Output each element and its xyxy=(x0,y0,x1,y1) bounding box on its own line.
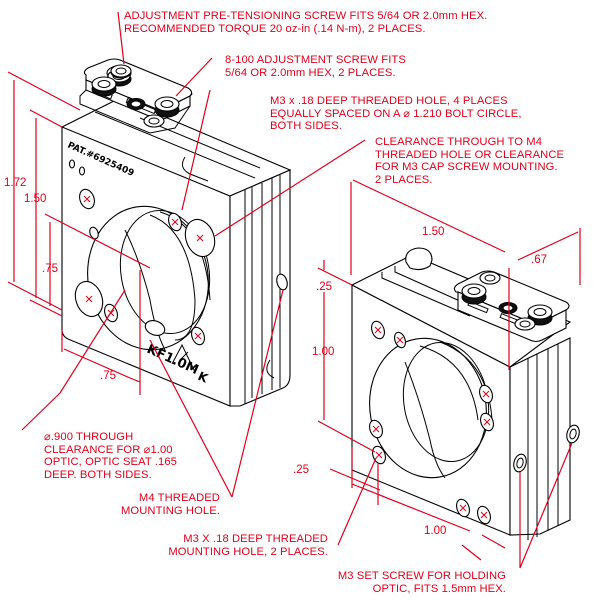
callout-adjustment-screw: 8-100 ADJUSTMENT SCREW FITS 5/64 OR 2.0m… xyxy=(225,54,406,79)
m3-hole-icon xyxy=(394,331,406,349)
adjustment-screw-icon xyxy=(154,96,180,118)
m4-mounting-hole-icon xyxy=(74,280,104,318)
adjustment-screw-icon xyxy=(91,76,117,97)
dim-top-offset: .25 xyxy=(316,281,332,293)
set-screw-icon xyxy=(513,453,527,473)
pretension-screw-icon xyxy=(479,271,501,285)
left-mount: PAT.#6925409 KF1.0M K xyxy=(60,58,292,407)
m3-hole-icon xyxy=(371,320,385,340)
callout-m3-mounting-hole: M3 X .18 DEEP THREADED MOUNTING HOLE, 2 … xyxy=(168,533,328,558)
m3-hole-icon xyxy=(477,505,491,525)
m3-hole-icon xyxy=(369,419,383,439)
dim-hole-spacing-vertical: 1.00 xyxy=(312,346,335,358)
right-mount xyxy=(350,247,580,540)
dim-right-width: 1.50 xyxy=(422,226,445,238)
callout-pretension-screw: ADJUSTMENT PRE-TENSIONING SCREW FITS 5/6… xyxy=(124,10,488,35)
dim-overall-height: 1.72 xyxy=(4,177,27,189)
dim-right-depth: .67 xyxy=(531,254,547,266)
dim-hole-spacing-horizontal: 1.00 xyxy=(424,525,447,537)
dim-hole-width: .75 xyxy=(100,370,116,382)
callout-m4-mounting-hole: M4 THREADED MOUNTING HOLE. xyxy=(121,492,220,517)
pretension-screw-icon xyxy=(143,114,165,128)
callout-through-clearance: ⌀.900 THROUGH CLEARANCE FOR ⌀1.00 OPTIC,… xyxy=(44,431,177,481)
pretension-screw-icon xyxy=(514,317,536,331)
m3-hole-icon xyxy=(456,498,470,518)
callout-clearance-m4: CLEARANCE THROUGH TO M4 THREADED HOLE OR… xyxy=(375,136,565,186)
dim-side-offset: .25 xyxy=(293,464,309,476)
right-side-face xyxy=(509,337,571,536)
m3-hole-icon xyxy=(480,412,494,432)
dim-hole-height: .75 xyxy=(42,263,58,275)
dim-body-height: 1.50 xyxy=(24,193,47,205)
right-aperture xyxy=(369,337,493,479)
center-hole-icon xyxy=(126,98,146,110)
pretension-screw-icon xyxy=(110,64,132,78)
m3-hole-icon xyxy=(79,188,95,210)
dimension-lines xyxy=(7,11,581,569)
set-screw-icon xyxy=(566,424,580,444)
m4-clearance-hole-icon xyxy=(184,218,216,258)
callout-m3-set-screw: M3 SET SCREW FOR HOLDING OPTIC, FITS 1.5… xyxy=(337,570,506,595)
m3-hole-icon xyxy=(191,326,205,346)
callout-m3-threaded-hole: M3 x .18 DEEP THREADED HOLE, 4 PLACES EQ… xyxy=(270,95,522,133)
thorlabs-logo-icon xyxy=(171,343,196,373)
adjustment-screw-icon xyxy=(461,283,487,305)
m3-hole-icon xyxy=(168,212,182,232)
m3-hole-icon xyxy=(479,384,493,404)
center-hole-icon xyxy=(498,302,518,314)
